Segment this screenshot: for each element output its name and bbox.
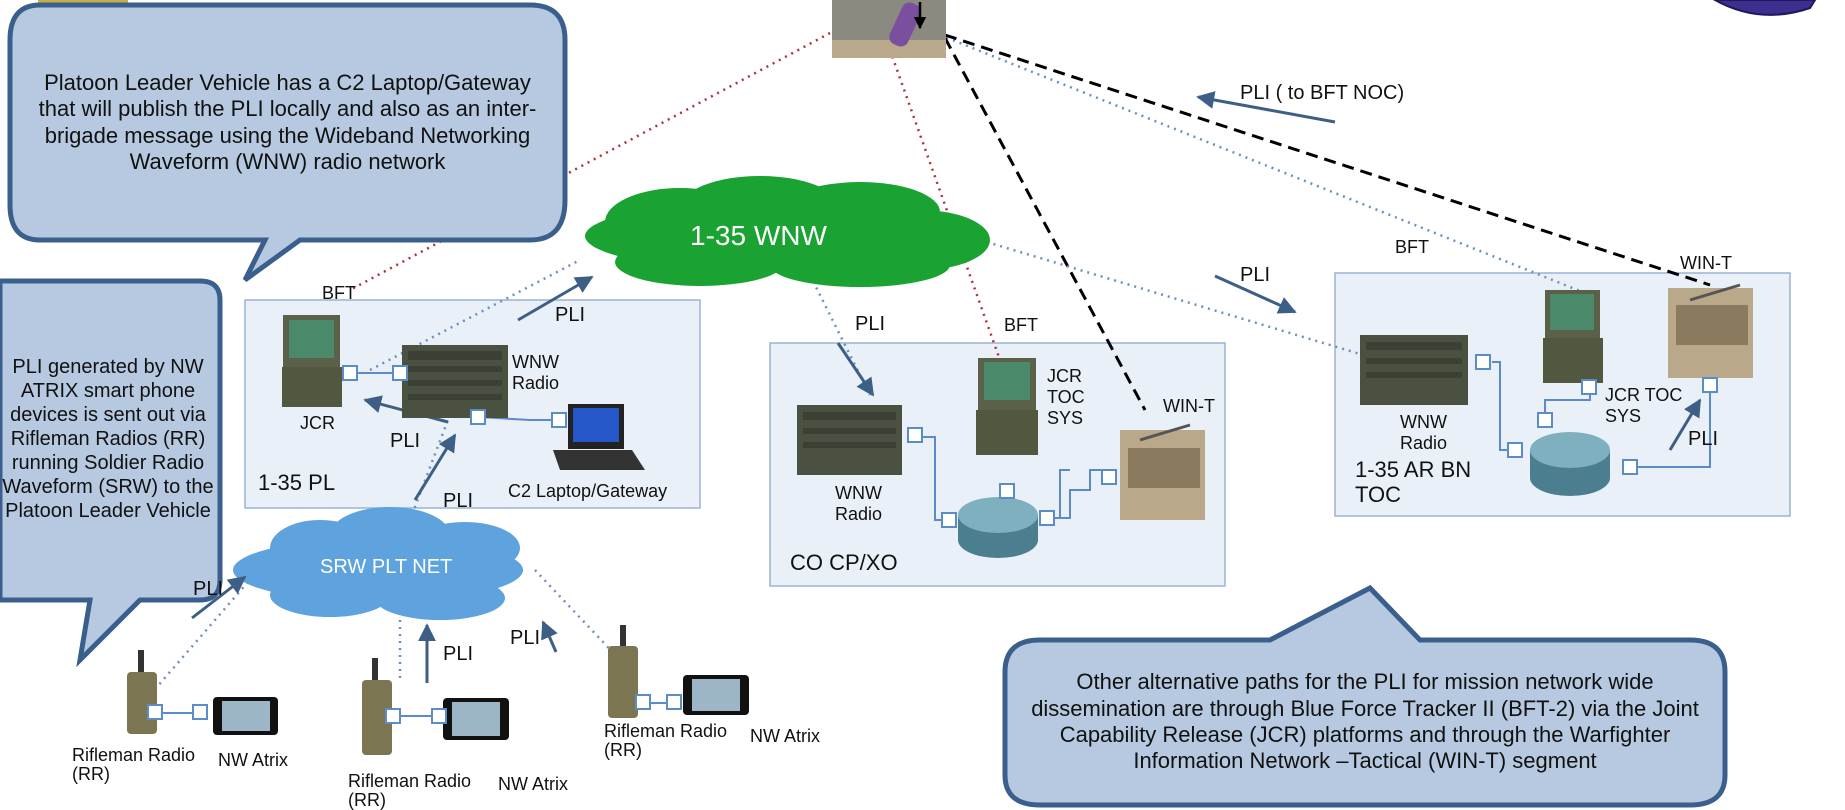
port-icon [1475,354,1491,370]
router-icon [958,497,1038,558]
srw-cloud [233,507,523,620]
logo-fragment-icon [1712,0,1817,16]
rifleman-radio-label: Rifleman Radio (RR) [348,771,472,810]
bn-wnw-radio-label: WNW Radio [1400,412,1448,453]
port-icon [1101,469,1117,485]
port-icon [1581,379,1597,395]
callout-pli-generated-text: PLI generated by NW ATRIX smart phone de… [2,356,214,522]
rifleman-radio-label: Rifleman Radio (RR) [604,721,728,760]
callout-alternative-paths-shape [1002,584,1728,808]
callout-platoon-leader-shape [7,2,568,283]
rifleman-radio-icon [608,625,638,718]
smartphone-icon [683,675,749,715]
port-icon [1702,377,1718,393]
pl-jcr-label: JCR [300,413,335,433]
pl-bft-label: BFT [322,283,356,303]
laptop-icon [553,404,645,470]
rifleman-radio-icon [362,658,392,755]
connector-lines [160,361,1711,717]
port-icon [941,512,957,528]
port-icon [666,694,682,710]
jcr-terminal-icon [1543,290,1603,383]
nw-atrix-label: NW Atrix [218,750,288,770]
wnw-cloud-label: 1-35 WNW [690,220,827,251]
port-icon [342,365,358,381]
co-wnw-radio-label: WNW Radio [835,483,883,524]
port-icon [385,708,401,724]
pli-label: PLI [390,430,421,452]
pli-arrows [191,91,1702,683]
co-bft-label: BFT [1004,315,1038,335]
pli-label: PLI [1240,264,1271,286]
port-icon [999,483,1015,499]
satellite-icon [832,0,946,58]
smartphone-icon [213,697,278,735]
pl-wnw-radio-label: WNW Radio [512,352,560,393]
port-icon [551,412,567,428]
wnw-cloud [585,176,990,287]
port-icon [1507,442,1523,458]
pli-bft-noc-label: PLI ( to BFT NOC) [1240,82,1405,104]
smartphone-icon [443,698,509,740]
bn-network-name: 1-35 AR BN TOC [1355,457,1472,508]
radio-icon [797,405,902,475]
bn-win-t-label: WIN-T [1680,253,1732,273]
rifleman-radio-label: Rifleman Radio (RR) [72,745,196,784]
port-icon [392,365,408,381]
nw-atrix-label: NW Atrix [498,774,568,794]
callout-alternative-paths-text: Other alternative paths for the PLI for … [1031,669,1699,774]
pli-label: PLI [1688,428,1719,450]
pli-label: PLI [443,490,474,512]
co-win-t-label: WIN-T [1163,396,1215,416]
port-icon [470,409,486,425]
port-icon [1039,510,1055,526]
callout-pli-generated-shape [0,278,223,668]
win-t-antenna-icon [1120,423,1205,520]
win-t-antenna-icon [1668,283,1753,378]
co-network-name: CO CP/XO [790,550,898,575]
win-t-dashed-links [943,33,1711,411]
radio-icon [402,345,508,418]
port-icon [147,704,163,720]
bn-bft-label: BFT [1395,237,1429,257]
pli-label: PLI [855,313,886,335]
callout-platoon-leader-text: Platoon Leader Vehicle has a C2 Laptop/G… [38,69,537,174]
port-icon [907,427,923,443]
pli-label: PLI [510,627,541,649]
pl-network-name: 1-35 PL [258,470,336,495]
pli-label: PLI [443,643,474,665]
pl-c2-label: C2 Laptop/Gateway [508,481,668,501]
port-icon [1537,412,1553,428]
radio-icon [1360,335,1468,405]
port-icon [431,708,447,724]
pli-label: PLI [193,578,224,600]
port-icon [192,704,208,720]
srw-cloud-label: SRW PLT NET [320,556,453,578]
jcr-terminal-icon [282,315,342,407]
pli-label: PLI [555,304,586,326]
rifleman-radio-icon [127,650,157,734]
port-icon [635,694,651,710]
satellite-dotted-links [349,31,1591,361]
nw-atrix-label: NW Atrix [750,726,820,746]
port-icon [1622,459,1638,475]
bn-jcr-label: JCR TOC SYS [1605,385,1683,426]
co-jcr-label: JCR TOC SYS [1047,366,1085,428]
router-icon [1530,432,1610,496]
jcr-terminal-icon [976,358,1038,455]
